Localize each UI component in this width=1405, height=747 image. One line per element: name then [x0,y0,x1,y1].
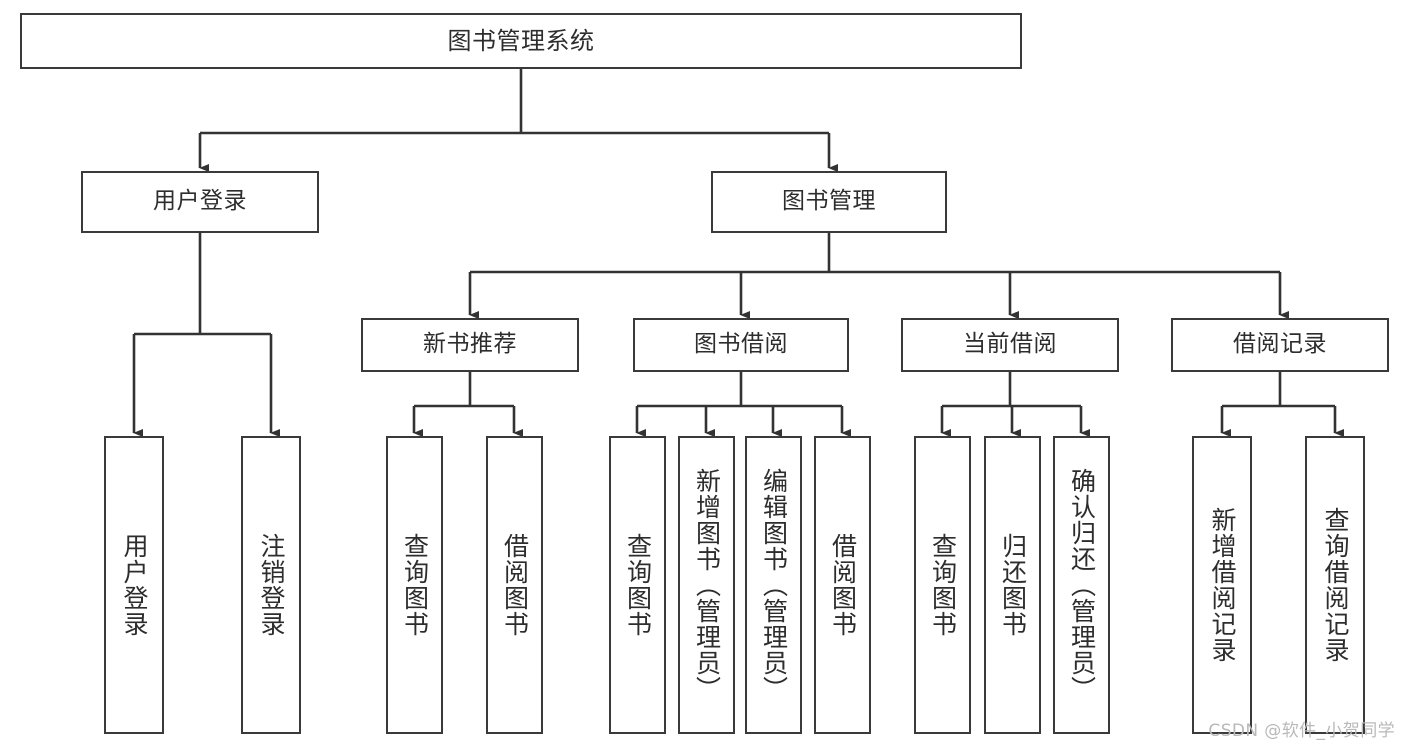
node-user-login[interactable]: 用户登录 [81,171,319,233]
node-leaf-return-book[interactable]: 归还图书 [984,436,1041,734]
node-leaf-query-book-1-label: 查询图书 [400,533,430,637]
node-root[interactable]: 图书管理系统 [20,13,1022,69]
node-leaf-borrow-book-2[interactable]: 借阅图书 [814,436,871,734]
csdn-watermark: CSDN @软件_小贺同学 [1208,721,1395,741]
node-leaf-add-record[interactable]: 新增借阅记录 [1192,436,1252,734]
node-leaf-query-record-label: 查询借阅记录 [1321,507,1350,663]
node-book-borrow-label: 图书借阅 [694,331,788,358]
node-leaf-borrow-book-1-label: 借阅图书 [500,533,530,637]
node-root-label: 图书管理系统 [447,26,595,55]
node-borrow-record-label: 借阅记录 [1233,331,1327,358]
node-leaf-query-book-3-label: 查询图书 [928,533,958,637]
node-user-login-label: 用户登录 [153,188,247,215]
node-leaf-edit-book-label: 编辑图书（管理员） [759,468,789,702]
node-leaf-query-book-2-label: 查询图书 [623,533,653,637]
node-leaf-add-record-label: 新增借阅记录 [1208,507,1237,663]
node-leaf-query-book-3[interactable]: 查询图书 [914,436,971,734]
node-book-management[interactable]: 图书管理 [711,171,947,233]
node-leaf-user-login-label: 用户登录 [120,533,149,637]
node-current-borrow[interactable]: 当前借阅 [901,318,1119,372]
node-leaf-borrow-book-1[interactable]: 借阅图书 [486,436,543,734]
node-leaf-return-book-label: 归还图书 [998,533,1028,637]
node-leaf-query-book-2[interactable]: 查询图书 [609,436,666,734]
node-new-book-recommend[interactable]: 新书推荐 [361,318,579,372]
node-leaf-confirm-return-label: 确认归还（管理员） [1067,468,1097,702]
node-current-borrow-label: 当前借阅 [963,331,1057,358]
node-new-book-recommend-label: 新书推荐 [423,331,517,358]
node-leaf-add-book[interactable]: 新增图书（管理员） [678,436,735,734]
node-book-borrow[interactable]: 图书借阅 [633,318,849,372]
node-leaf-logout-label: 注销登录 [257,533,286,637]
node-leaf-query-book-1[interactable]: 查询图书 [386,436,443,734]
node-leaf-user-login[interactable]: 用户登录 [104,436,164,734]
node-book-management-label: 图书管理 [782,188,876,215]
node-leaf-confirm-return[interactable]: 确认归还（管理员） [1053,436,1110,734]
node-leaf-borrow-book-2-label: 借阅图书 [828,533,858,637]
node-borrow-record[interactable]: 借阅记录 [1171,318,1389,372]
node-leaf-logout[interactable]: 注销登录 [241,436,301,734]
node-leaf-query-record[interactable]: 查询借阅记录 [1305,436,1365,734]
node-leaf-add-book-label: 新增图书（管理员） [692,468,722,702]
node-leaf-edit-book[interactable]: 编辑图书（管理员） [745,436,802,734]
